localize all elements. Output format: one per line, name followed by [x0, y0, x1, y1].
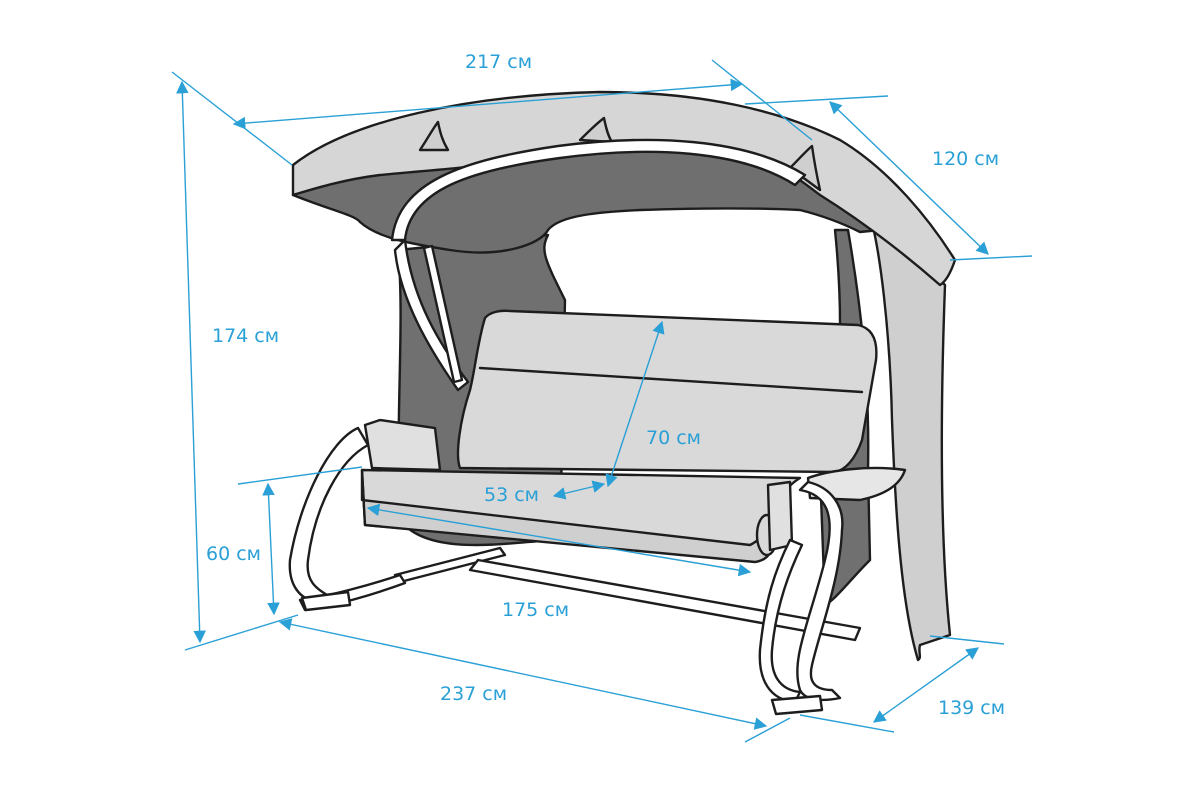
total-height-ext-bottom — [184, 614, 299, 651]
armrest-left-frame — [288, 426, 370, 604]
seat-height-ext-top — [237, 466, 363, 485]
canopy-width-dim-line — [232, 78, 744, 130]
total-height-label: 174 см — [212, 325, 279, 347]
backrest-headroll-seam — [478, 366, 864, 394]
seat-width-label: 175 см — [502, 599, 569, 621]
frame-foot-left — [300, 590, 352, 612]
seat-width-dim-line — [366, 503, 752, 577]
canopy-depth-ext — [949, 255, 1033, 261]
frame-depth-ext-bottom — [799, 714, 895, 733]
hanging-rod-left — [422, 244, 464, 384]
frame-depth-label: 139 см — [938, 697, 1005, 719]
armrest-right-post — [766, 480, 794, 552]
frame-width-dim-line — [278, 618, 768, 730]
canopy-width-ext-left — [171, 71, 293, 166]
frame-depth-dim-line — [872, 647, 980, 723]
frame-foot-right — [770, 694, 824, 716]
canopy-width-label: 217 см — [465, 51, 532, 73]
garden-swing-illustration — [288, 90, 957, 716]
seat-depth-dim-line — [552, 480, 606, 500]
armrest-left — [363, 418, 442, 472]
backrest-height-dim-line — [605, 320, 665, 488]
total-height-dim-line — [176, 80, 206, 644]
canopy-depth-dim-line — [829, 101, 989, 255]
base-frame-right-leg — [796, 480, 844, 702]
frame-depth-ext-top — [929, 635, 1005, 645]
canopy-width-ext-right — [711, 59, 813, 141]
canopy-arch-frame — [390, 138, 807, 242]
frame-width-ext-right — [744, 717, 791, 743]
frame-width-label: 237 см — [440, 683, 507, 705]
dimension-annotations: 217 см 120 см 174 см 70 см 53 см 60 см 1… — [171, 51, 1033, 743]
seat-depth-label: 53 см — [484, 484, 539, 506]
armrest-right — [806, 466, 907, 502]
canopy-top-ext — [744, 95, 889, 105]
seat-height-dim-line — [262, 482, 280, 616]
backrest-height-label: 70 см — [646, 427, 701, 449]
canopy-depth-label: 120 см — [932, 148, 999, 170]
seat-height-label: 60 см — [206, 543, 261, 565]
canopy-seam-right — [788, 144, 822, 192]
backrest-cushion — [456, 309, 878, 474]
